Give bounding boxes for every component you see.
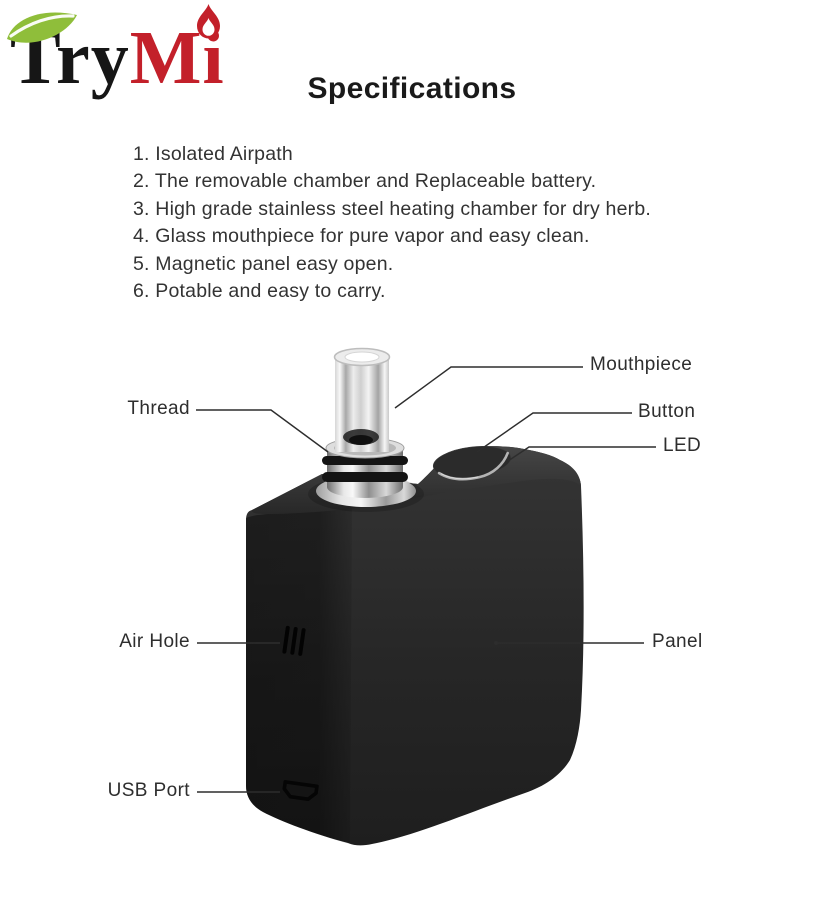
usb-port [282,780,319,801]
spec-item-2: 2. The removable chamber and Replaceable… [133,170,597,193]
spec-item-4: 4. Glass mouthpiece for pure vapor and e… [133,225,590,248]
spec-item-3: 3. High grade stainless steel heating ch… [133,197,651,220]
leader-line-thread [196,409,329,453]
air-hole-slits [282,625,306,656]
label-led: LED [663,435,702,456]
label-panel: Panel [652,631,703,652]
panel-pointer-dot [494,641,498,645]
glass-mouthpiece [333,347,391,452]
label-usb-port: USB Port [107,780,190,801]
leader-line-button [476,412,632,453]
flame-icon [197,4,220,39]
device-left-face [246,506,352,844]
leaf-icon [7,12,77,43]
spec-item-5: 5. Magnetic panel easy open. [133,252,394,275]
leader-line-mouthpiece [394,366,583,409]
page-title: Specifications [307,72,517,105]
label-air-hole: Air Hole [119,631,190,652]
brand-logo: TryMi [7,4,260,130]
label-button: Button [638,401,696,422]
spec-item-6: 6. Potable and easy to carry. [133,280,386,303]
power-button [432,446,512,478]
device-body [246,446,584,846]
leader-line-led [507,446,656,462]
spec-list: 1. Isolated Airpath 2. The removable cha… [133,141,753,305]
label-thread: Thread [127,398,190,419]
spec-item-1: 1. Isolated Airpath [133,143,293,165]
label-mouthpiece: Mouthpiece [590,354,693,375]
